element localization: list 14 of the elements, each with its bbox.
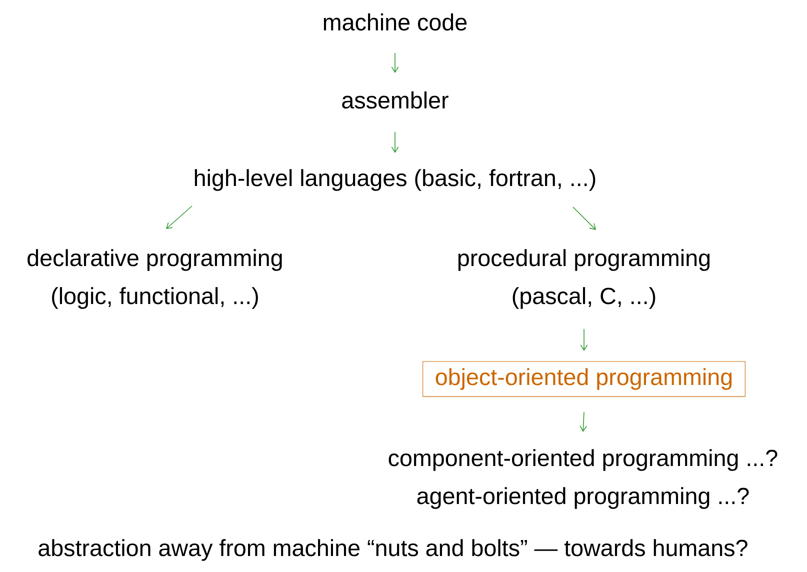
node-text: assembler [342, 91, 448, 109]
node-text: high-level languages (basic, fortran, ...) [194, 169, 596, 191]
arrow [580, 412, 588, 432]
note-text: abstraction away from machine “nuts and bolts” — towards humans? [38, 539, 748, 561]
arrow [580, 328, 588, 351]
arrow [572, 206, 596, 230]
highlighted-box: object-oriented programming [422, 361, 746, 397]
node-text: machine code [324, 13, 467, 31]
node-text: procedural programming (pascal, C, ...) [458, 249, 710, 309]
arrow [391, 132, 399, 153]
arrow [391, 52, 399, 73]
node-text: declarative programming (logic, functional, ...) [28, 249, 282, 309]
arrow [166, 206, 192, 229]
node-text: component-oriented programming ...? agent-oriented programming ...? [388, 449, 778, 509]
